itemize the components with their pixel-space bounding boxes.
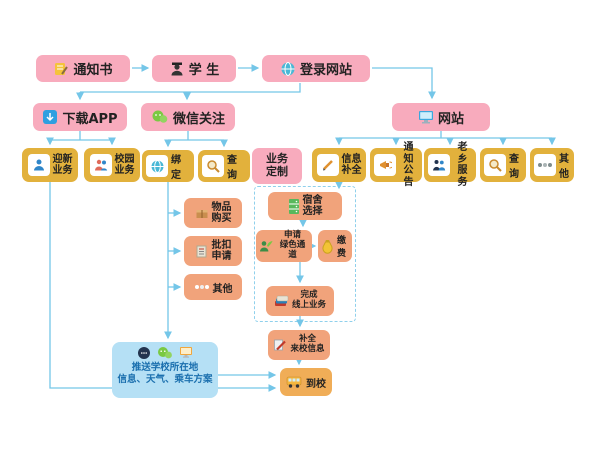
globe-icon [146,155,168,177]
node-goods-purchase: 物品购买 [184,198,242,228]
node-label: 通知公告 [403,142,414,188]
node-announcement: 通知公告 [370,142,422,188]
node-label: 学 生 [188,63,220,78]
bus-icon [286,376,303,389]
monitor-yellow-icon [179,346,193,360]
node-label: 缴费 [337,236,347,259]
node-web-other: 其他 [530,148,574,182]
node-business-customization: 业务定制 [252,148,302,184]
globe-icon [280,61,296,77]
pencil-icon [316,154,339,176]
online-business-group [254,186,356,322]
student-icon [169,61,185,77]
node-label: 其他 [212,283,233,295]
node-campus-business: 校园业务 [84,148,140,182]
node-login: 登录网站 [262,55,370,82]
receipt-icon [195,244,209,258]
push-icons [112,346,218,360]
search-icon [484,154,506,176]
monitor-icon [418,110,434,125]
megaphone-icon [374,154,396,176]
search-icon [202,155,224,177]
node-label: 批扣申请 [211,239,232,263]
node-download-app: 下载APP [33,103,127,131]
notepad-icon [53,61,69,77]
wechat-icon [157,346,173,360]
node-label: 网站 [437,111,464,127]
node-label: 下载APP [62,111,118,127]
node-notice: 通知书 [36,55,130,82]
node-label: 物品购买 [211,201,232,225]
node-label: 宿舍选择 [302,194,323,218]
people-icon [428,154,450,176]
moneybag-icon [321,239,334,254]
push-text: 推送学校所在地 信息、天气、乘车方案 [117,362,213,385]
node-fellow-service: 老乡服务 [424,142,476,188]
node-wechat-follow: 微信关注 [141,103,235,131]
cards-icon [274,295,289,307]
node-pay: 缴费 [318,230,352,262]
node-label: 查询 [227,155,237,181]
node-welcome-business: 迎新业务 [22,148,78,182]
node-finish-online: 完成线上业务 [266,286,334,316]
node-label: 登录网站 [299,63,352,78]
node-dorm-selection: 宿舍选择 [268,192,342,220]
node-web-query: 查询 [480,148,526,182]
node-label: 校园业务 [114,153,135,177]
node-label: 到校 [306,378,326,390]
node-batch-deduction: 批扣申请 [184,236,242,266]
node-push-info: 推送学校所在地 信息、天气、乘车方案 [112,342,218,398]
wechat-icon [151,109,169,125]
node-wechat-other: 其他 [184,274,242,300]
node-wechat-query: 查询 [198,150,250,182]
dots-icon [534,154,556,176]
dots-icon [194,284,210,290]
green-person-icon [259,239,273,253]
pen-paper-icon [273,338,287,352]
people-icon [89,154,112,176]
node-info-complete: 信息补全 [312,148,366,182]
node-label: 完成线上业务 [291,290,326,310]
node-label: 老乡服务 [457,142,468,188]
node-green-channel: 申请绿色通道 [256,230,312,262]
node-supplement-info: 补全来校信息 [268,330,330,360]
person-icon [27,154,50,176]
chat-dark-icon [137,346,151,360]
node-label: 微信关注 [172,111,225,127]
node-student: 学 生 [152,55,236,82]
node-label: 申请绿色通道 [279,230,306,260]
app-icon [42,109,58,125]
node-website: 网站 [392,103,490,131]
node-label: 绑定 [171,155,181,181]
node-bind: 绑定 [142,150,194,182]
node-label: 查询 [509,154,519,180]
cabinet-icon [288,198,300,215]
node-label: 业务定制 [266,152,288,178]
node-label: 信息补全 [341,153,362,177]
node-label: 补全来校信息 [290,334,325,354]
box-icon [195,206,209,220]
node-label: 通知书 [73,63,113,78]
node-label: 其他 [559,154,569,180]
node-label: 迎新业务 [52,153,73,177]
node-arrive-school: 到校 [280,368,332,396]
